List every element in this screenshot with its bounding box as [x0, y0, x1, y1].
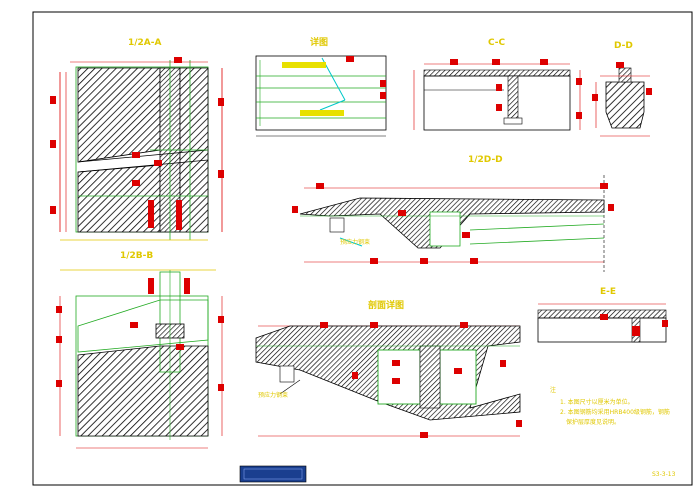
- label-section-callout: 预应力钢束: [258, 391, 288, 399]
- view-dd-long: [292, 175, 614, 272]
- view-aa: [50, 57, 224, 241]
- title-bb: 1/2B-B: [120, 251, 153, 261]
- title-ee: E-E: [600, 287, 616, 297]
- view-dd-small: [592, 62, 652, 137]
- title-detail: 详图: [310, 36, 328, 48]
- notes-line-2: 2. 本图钢筋均采用HRB400级钢筋，钢筋: [560, 408, 670, 416]
- view-bb: [56, 269, 224, 449]
- title-cc: C-C: [488, 38, 506, 48]
- notes-line-1: 1. 本图尺寸以厘米为单位。: [560, 398, 634, 406]
- notes-line-3: 保护层厚度见说明。: [566, 418, 620, 426]
- label-bb-callout: 预应力钢束: [340, 238, 370, 246]
- view-ee: [537, 303, 668, 343]
- title-aa: 1/2A-A: [128, 38, 162, 48]
- sheet-code: S3-3-13: [652, 471, 676, 478]
- title-dd-small: D-D: [614, 41, 633, 51]
- title-block: [239, 465, 307, 483]
- view-detail: [255, 55, 387, 137]
- sheet-border: [32, 11, 693, 486]
- notes-heading: 注: [550, 386, 556, 394]
- title-dd-long: 1/2D-D: [468, 155, 503, 165]
- view-cc: [413, 59, 582, 131]
- title-section-detail: 剖面详图: [368, 299, 404, 311]
- view-section-detail: [255, 322, 522, 438]
